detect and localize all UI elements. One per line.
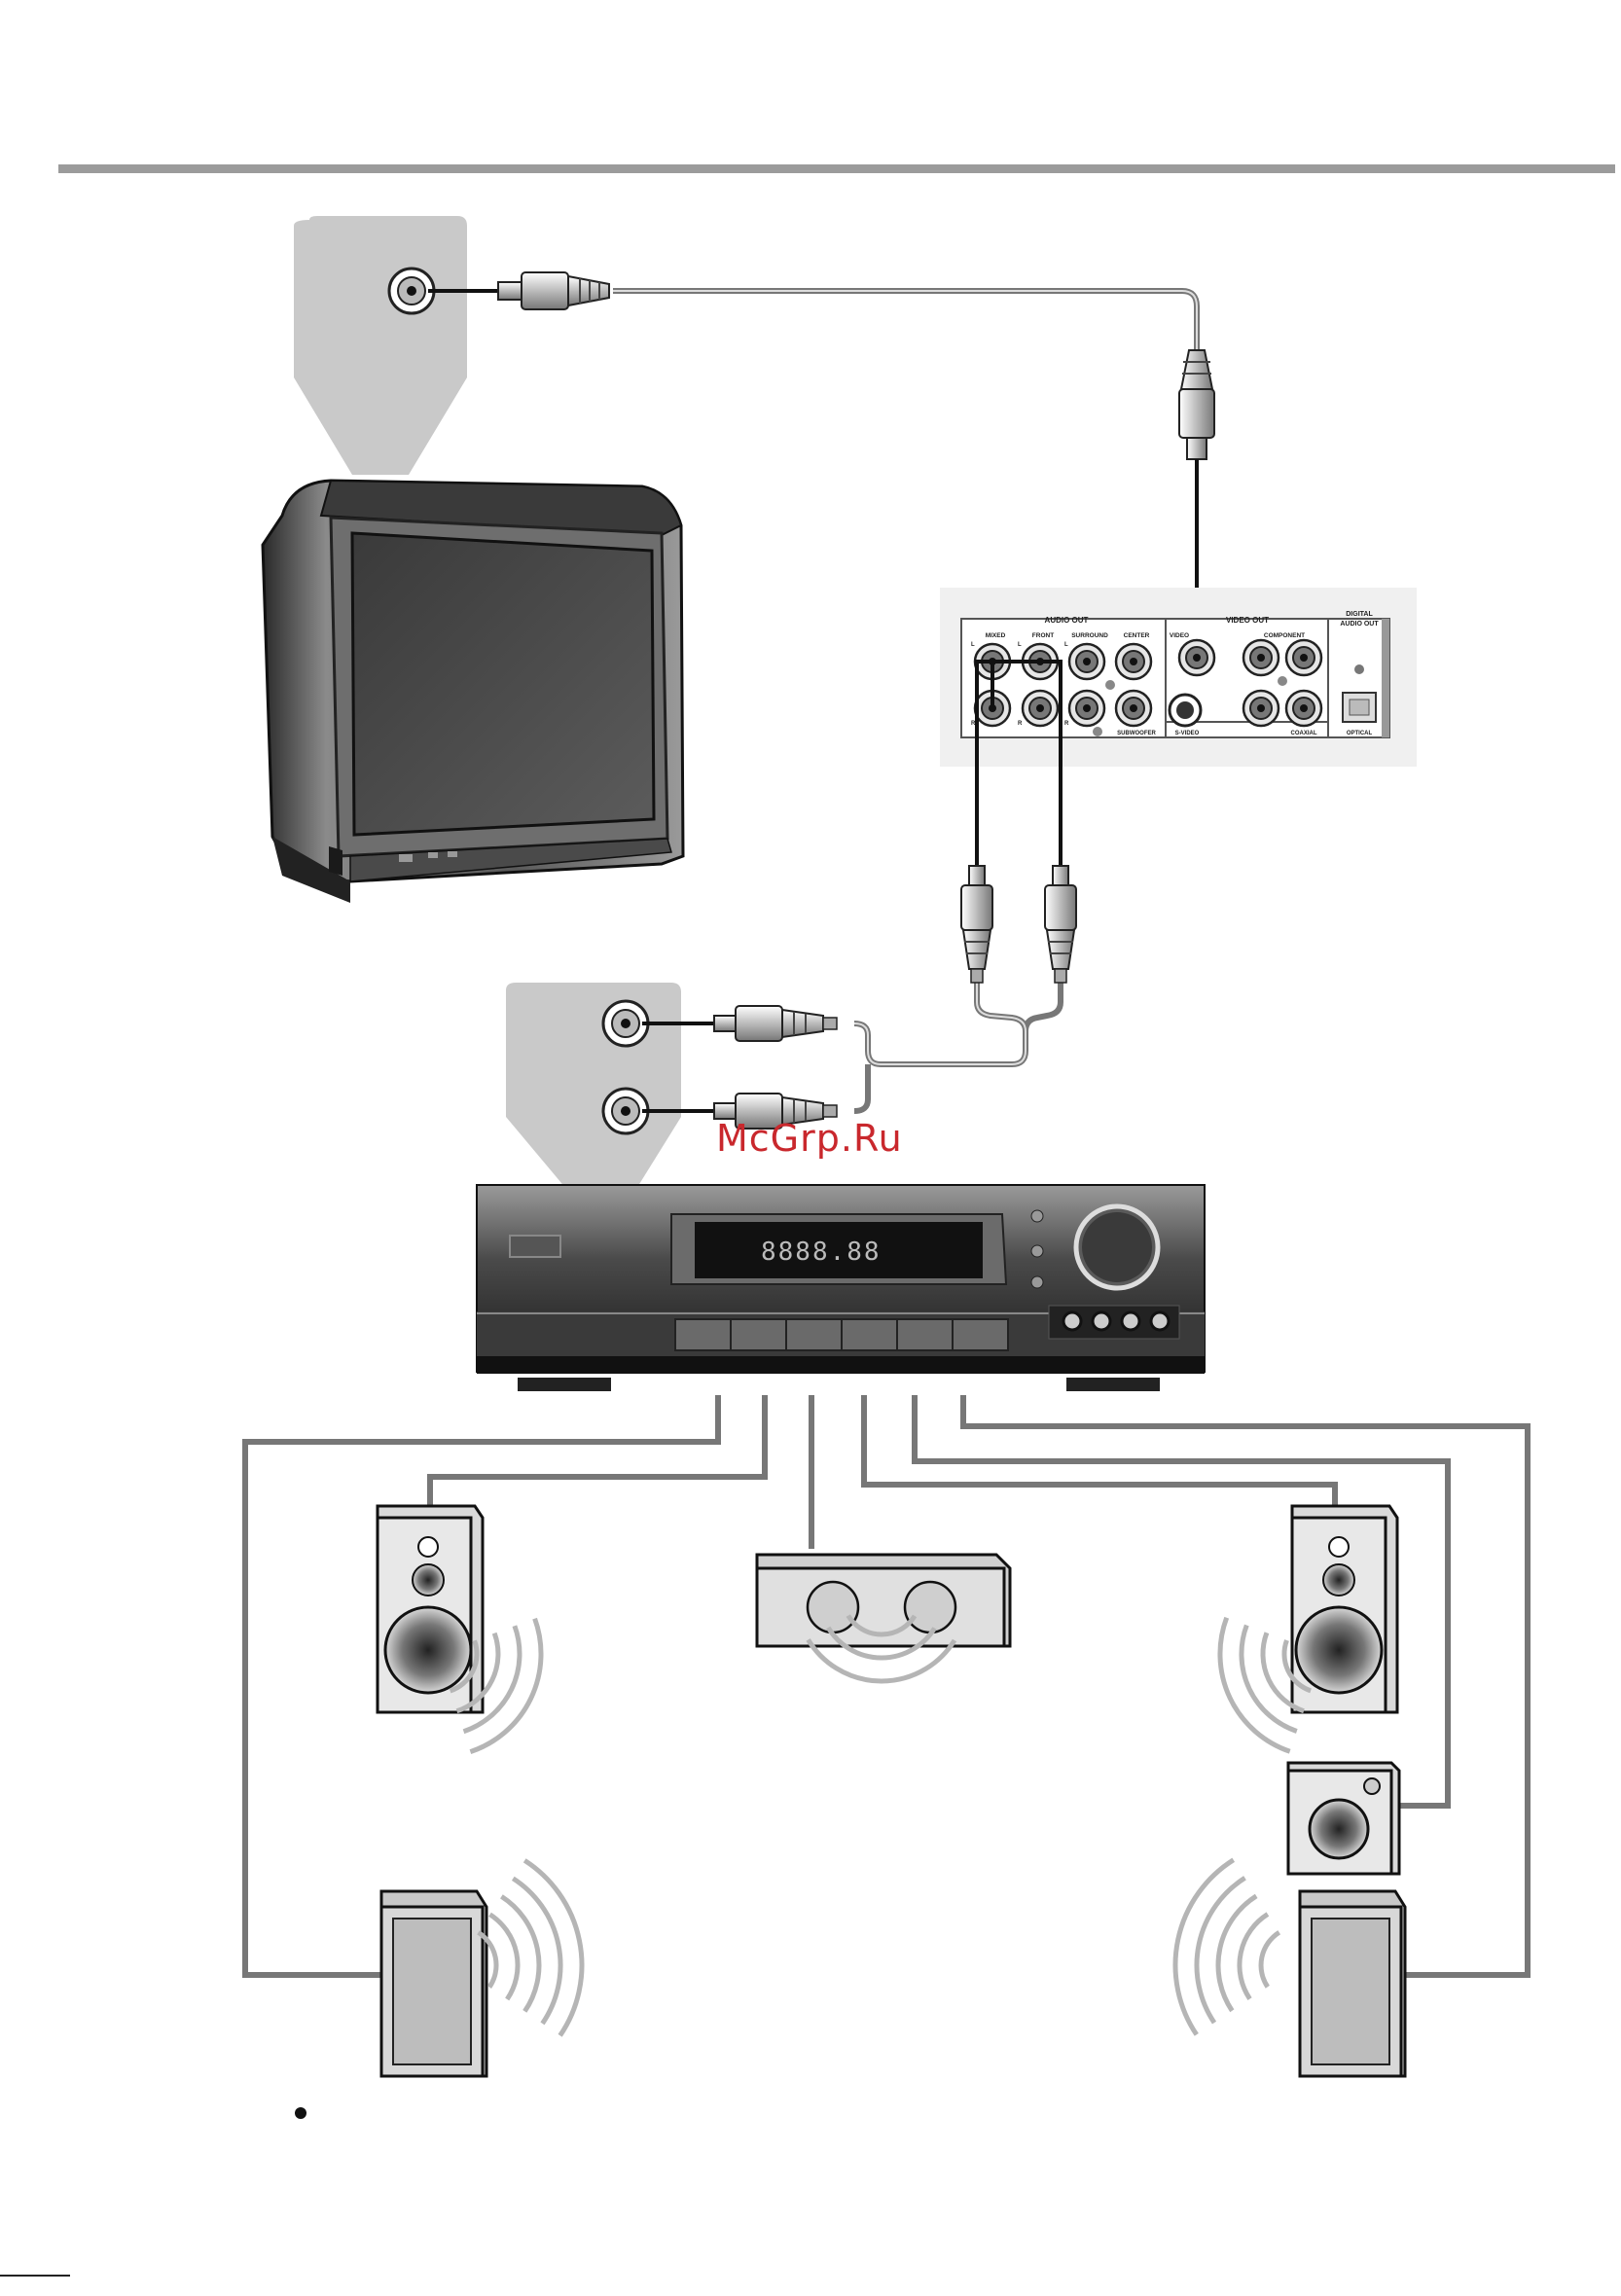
ground-screw <box>1354 664 1364 674</box>
audio-out-label: AUDIO OUT <box>1045 616 1089 625</box>
av-receiver: 8888.88 <box>477 1185 1205 1391</box>
sound-wave-arc <box>1261 1932 1279 1987</box>
subwoofer-speaker <box>1288 1763 1399 1874</box>
rca-jack <box>1243 640 1279 675</box>
rca-jack <box>1023 691 1058 726</box>
bullet-point <box>295 2107 306 2119</box>
receiver-button <box>731 1319 786 1350</box>
rca-jack <box>1179 640 1214 675</box>
rca-jack <box>1069 691 1104 726</box>
surround-right-speaker <box>1300 1891 1405 2076</box>
sound-wave-arc <box>501 1896 539 2011</box>
left-channel-label: L <box>1064 642 1068 648</box>
television <box>263 481 683 903</box>
page-number-box <box>0 2275 70 2296</box>
sound-wave-arc <box>1218 1896 1256 2011</box>
digital-audio-out-label-2: AUDIO OUT <box>1340 621 1379 628</box>
receiver-button <box>897 1319 953 1350</box>
mixed-label: MIXED <box>986 632 1006 639</box>
rca-jack <box>1286 691 1321 726</box>
video-out-label: VIDEO OUT <box>1226 616 1269 625</box>
receiver-button <box>953 1319 1008 1350</box>
rca-jack <box>1243 691 1279 726</box>
receiver-button <box>786 1319 842 1350</box>
video-label: VIDEO <box>1170 632 1189 639</box>
center-label: CENTER <box>1124 632 1150 639</box>
rca-jack <box>1116 644 1151 679</box>
front-right-speaker <box>1292 1506 1397 1712</box>
receiver-front-buttons <box>675 1319 1008 1350</box>
panel-screw <box>1093 727 1102 736</box>
digital-audio-out-label-1: DIGITAL <box>1346 611 1373 618</box>
receiver-display-readout: 8888.88 <box>761 1238 882 1267</box>
header-rule <box>58 164 1615 173</box>
watermark: McGrp.Ru <box>716 1117 903 1160</box>
right-channel-label: R <box>1064 721 1069 727</box>
front-label: FRONT <box>1032 632 1054 639</box>
receiver-button <box>842 1319 897 1350</box>
sound-wave-arc <box>1220 1618 1290 1752</box>
tv-video-input-callout <box>294 216 467 475</box>
optical-label: OPTICAL <box>1347 731 1373 736</box>
panel-screw <box>1105 680 1115 690</box>
surround-left-speaker <box>381 1891 486 2076</box>
receiver-button <box>675 1319 731 1350</box>
coaxial-label: COAXIAL <box>1291 731 1317 736</box>
component-label: COMPONENT <box>1264 632 1305 639</box>
s-video-label: S-VIDEO <box>1175 731 1200 736</box>
right-channel-label: R <box>1018 721 1023 727</box>
left-channel-label: L <box>971 642 975 648</box>
rca-jack <box>1116 691 1151 726</box>
rca-jack <box>1286 640 1321 675</box>
rca-jack <box>1069 644 1104 679</box>
sound-waves <box>450 1616 1312 2036</box>
left-channel-label: L <box>1018 642 1022 648</box>
surround-label: SURROUND <box>1071 632 1108 639</box>
panel-screw <box>1278 676 1287 686</box>
dvd-rear-panel: AUDIO OUT VIDEO OUT DIGITAL AUDIO OUT MI… <box>940 588 1417 767</box>
subwoofer-label: SUBWOOFER <box>1117 731 1156 736</box>
